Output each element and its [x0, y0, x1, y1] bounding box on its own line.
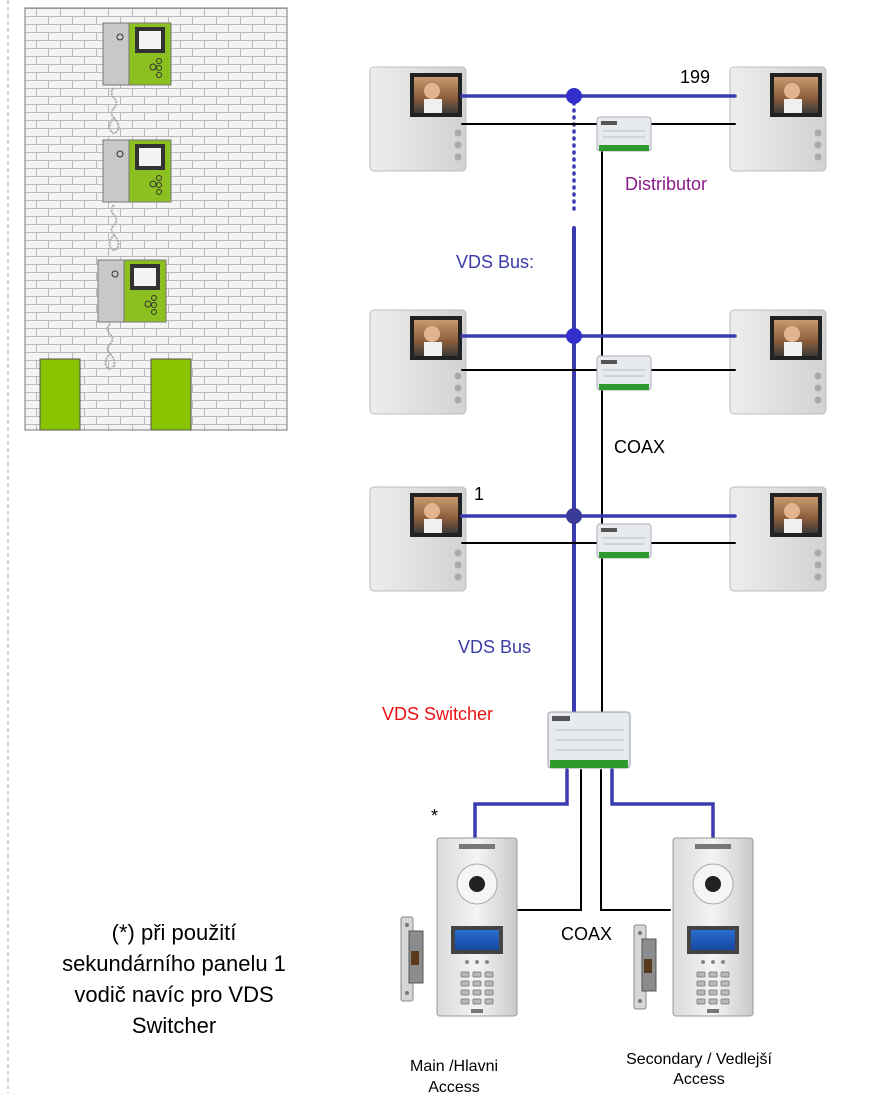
coax-label-mid: COAX — [614, 437, 666, 457]
bus-junction-icon — [566, 88, 582, 104]
video-monitor-icon — [369, 309, 467, 415]
door-icon — [150, 358, 192, 431]
coax-label-bottom: COAX — [561, 924, 613, 944]
footnote-line: (*) při použití — [111, 920, 237, 945]
distributor-module-icon — [596, 116, 652, 152]
indoor-monitor-icon — [97, 259, 167, 323]
bus-line-main-panel — [473, 768, 569, 840]
video-monitor-icon — [369, 66, 467, 172]
footnote-line: sekundárního panelu 1 — [62, 951, 286, 976]
distributor-module-icon — [596, 523, 652, 559]
asterisk-marker: * — [431, 806, 439, 826]
electric-lock-icon — [400, 916, 424, 1002]
vds-bus-label-bottom: VDS Bus — [458, 637, 532, 657]
vds-switcher-label: VDS Switcher — [382, 704, 494, 724]
video-monitor-icon — [729, 309, 827, 415]
door-panel-icon — [672, 837, 754, 1017]
distributor-module-icon — [596, 355, 652, 391]
video-monitor-icon — [729, 486, 827, 592]
footnote: (*) při použití sekundárního panelu 1 vo… — [14, 917, 334, 1041]
indoor-monitor-icon — [102, 139, 172, 203]
vds-bus-label-top: VDS Bus: — [456, 252, 535, 272]
secondary-access-label: Secondary / Vedlejší — [626, 1051, 772, 1068]
apartment-number-bottom: 1 — [474, 484, 485, 504]
vds-switcher-module-icon — [547, 711, 631, 769]
secondary-access-label-line2: Access — [673, 1071, 725, 1088]
indoor-monitor-icon — [102, 22, 172, 86]
coax-line-secondary-panel — [600, 769, 671, 911]
bus-junction-icon — [566, 508, 582, 524]
apartment-number-top: 199 — [680, 67, 711, 87]
main-access-label: Main /Hlavni — [409, 1058, 499, 1075]
distributor-label: Distributor — [625, 174, 708, 194]
door-panel-icon — [436, 837, 518, 1017]
coax-line-main-panel — [509, 769, 582, 911]
footnote-line: vodič navíc pro VDS — [74, 982, 274, 1007]
footnote-line: Switcher — [131, 1013, 217, 1038]
bus-line-secondary-panel — [610, 768, 715, 840]
building-illustration — [24, 7, 288, 431]
video-monitor-icon — [369, 486, 467, 592]
electric-lock-icon — [633, 924, 657, 1010]
main-access-label-line2: Access — [428, 1079, 480, 1096]
wiring — [460, 94, 737, 911]
door-icon — [39, 358, 81, 431]
bus-junction-icon — [566, 328, 582, 344]
video-monitor-icon — [729, 66, 827, 172]
